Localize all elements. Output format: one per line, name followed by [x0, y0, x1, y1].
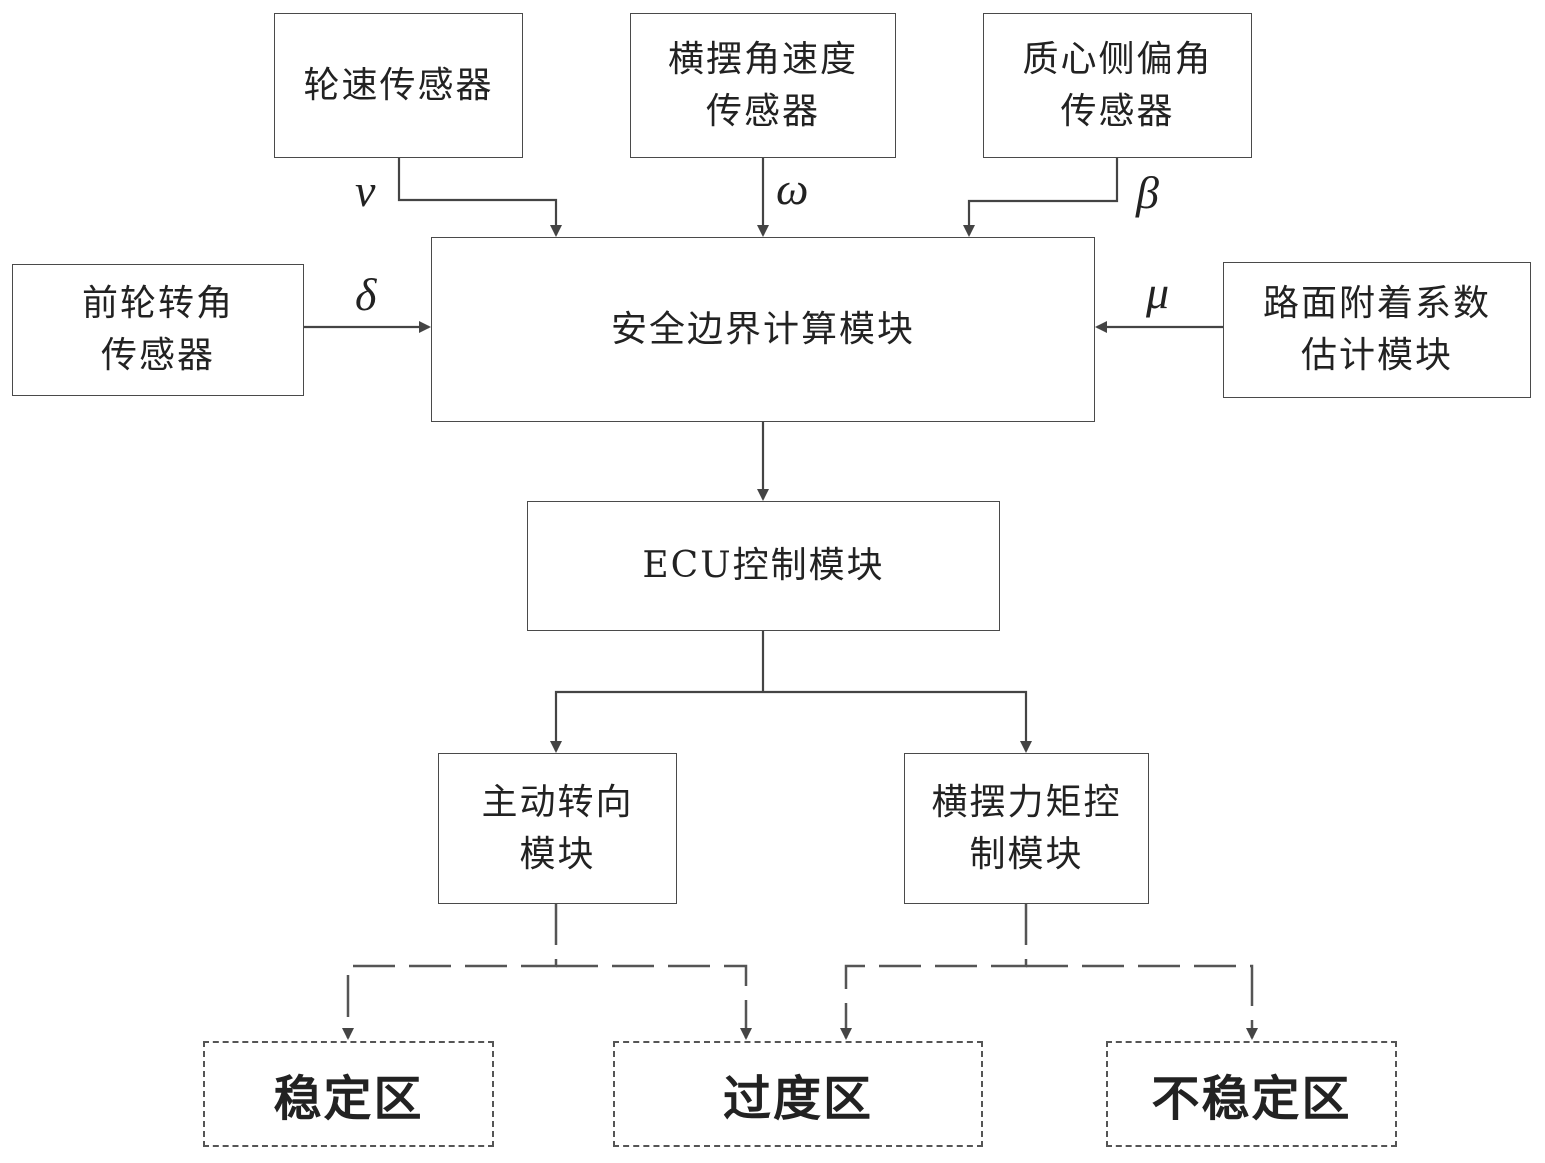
stable-region-label: 稳定区: [273, 1071, 424, 1127]
dashed-arrow-yaw-to-transition: [840, 903, 1028, 1040]
front-steer-sensor-label: 前轮转角 传感器: [81, 283, 234, 376]
ecu-box: ECU控制模块: [527, 501, 1000, 631]
unstable-region-box: 不稳定区: [1106, 1041, 1397, 1147]
safety-boundary-box: 安全边界计算模块: [431, 237, 1095, 422]
yaw-rate-sensor-label: 横摆角速度 传感器: [667, 38, 858, 132]
active-steering-label: 主动转向 模块: [481, 781, 634, 875]
active-steering-box: 主动转向 模块: [438, 753, 677, 904]
yaw-moment-label: 横摆力矩控 制模块: [931, 781, 1122, 875]
wheel-speed-sensor-label: 轮速传感器: [303, 64, 494, 106]
dashed-arrow-yaw-to-unstable: [1026, 964, 1258, 1040]
transition-region-box: 过度区: [613, 1041, 983, 1147]
transition-region-label: 过度区: [722, 1071, 873, 1127]
unstable-region-label: 不稳定区: [1151, 1071, 1352, 1127]
yaw-moment-box: 横摆力矩控 制模块: [904, 753, 1149, 904]
ecu-label: ECU控制模块: [642, 545, 885, 586]
signal-delta: δ: [355, 269, 377, 320]
safety-boundary-label: 安全边界计算模块: [610, 308, 915, 350]
signal-beta: β: [1136, 167, 1159, 218]
yaw-rate-sensor-box: 横摆角速度 传感器: [630, 13, 896, 158]
signal-v: v: [355, 165, 376, 216]
sideslip-sensor-label: 质心侧偏角 传感器: [1022, 38, 1213, 132]
arrow-v: [397, 157, 562, 237]
signal-mu: μ: [1146, 267, 1170, 318]
road-adhesion-box: 路面附着系数 估计模块: [1223, 262, 1531, 398]
signal-omega: ω: [776, 163, 809, 214]
arrow-ecu-to-active-steering: [550, 690, 763, 753]
stable-region-box: 稳定区: [203, 1041, 494, 1147]
road-adhesion-label: 路面附着系数 估计模块: [1262, 283, 1491, 376]
arrow-beta: [963, 157, 1119, 237]
wheel-speed-sensor-box: 轮速传感器: [274, 13, 523, 158]
sideslip-sensor-box: 质心侧偏角 传感器: [983, 13, 1252, 158]
arrow-ecu-to-yaw-moment: [763, 690, 1032, 753]
front-steer-sensor-box: 前轮转角 传感器: [12, 264, 304, 396]
dashed-arrow-steer-to-stable: [342, 903, 558, 1040]
dashed-arrow-steer-to-transition: [556, 964, 752, 1040]
